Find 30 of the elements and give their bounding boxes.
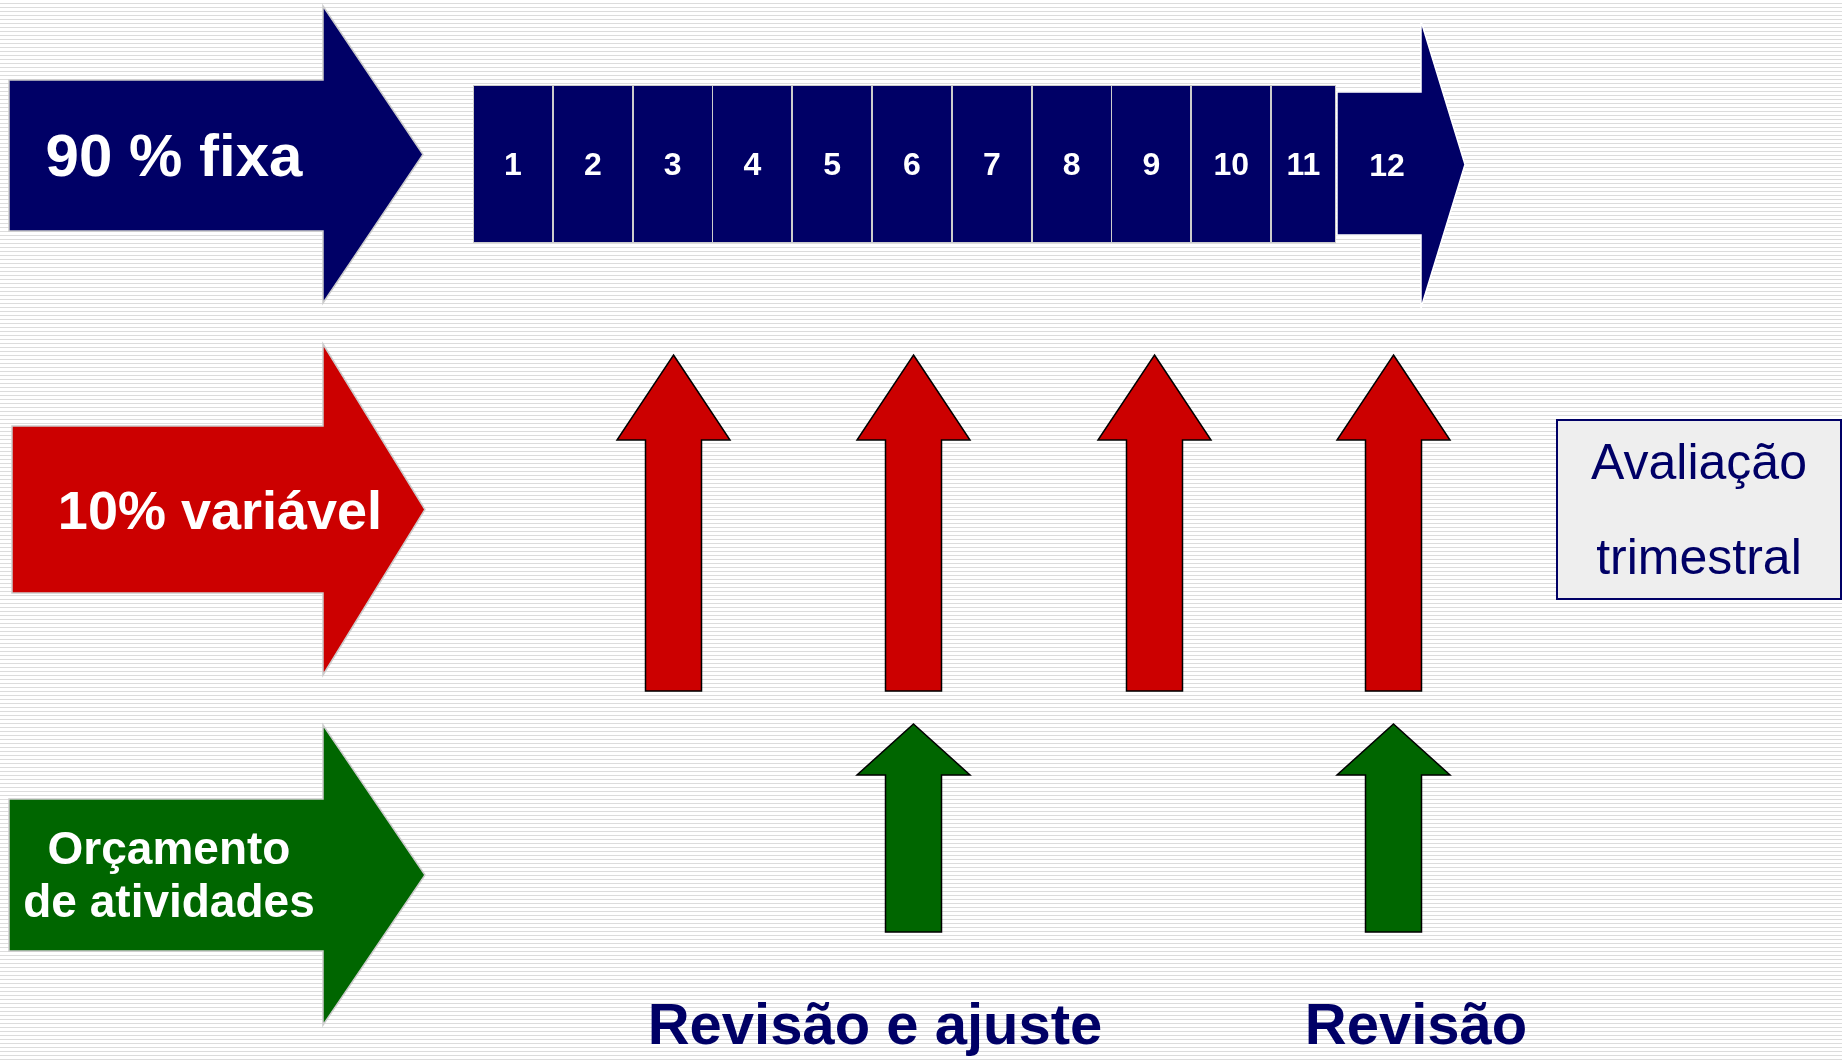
month-box — [632, 85, 713, 243]
banner-label: 90 % fixa — [44, 120, 304, 189]
month-box — [1111, 85, 1192, 243]
month-number: 3 — [663, 145, 682, 183]
month-box — [872, 85, 952, 243]
month-number: 4 — [743, 145, 762, 183]
month-number: 8 — [1062, 145, 1081, 183]
month-box — [1191, 85, 1272, 243]
note-box — [1556, 419, 1842, 600]
month-box — [473, 85, 553, 243]
month-box — [1271, 85, 1336, 243]
banner-label: Orçamento de atividades — [22, 822, 316, 928]
month-number: 11 — [1286, 145, 1321, 183]
month-number: 12 — [1368, 146, 1406, 183]
month-number: 10 — [1213, 145, 1249, 183]
banner-label: 10% variável — [56, 478, 384, 541]
month-number: 6 — [903, 145, 921, 183]
month-box — [1031, 85, 1112, 243]
caption-text: Revisão — [1304, 990, 1528, 1057]
month-number: 9 — [1142, 145, 1161, 183]
month-box — [712, 85, 793, 243]
month-number: 5 — [823, 145, 842, 183]
month-number: 2 — [583, 145, 602, 183]
month-box — [951, 85, 1032, 243]
caption-text: Revisão e ajuste — [647, 990, 1103, 1057]
note-text: Avaliação trimestral — [1590, 432, 1808, 587]
month-number: 7 — [982, 145, 1001, 183]
month-box — [792, 85, 873, 243]
month-box — [552, 85, 633, 243]
month-number: 1 — [504, 145, 522, 183]
